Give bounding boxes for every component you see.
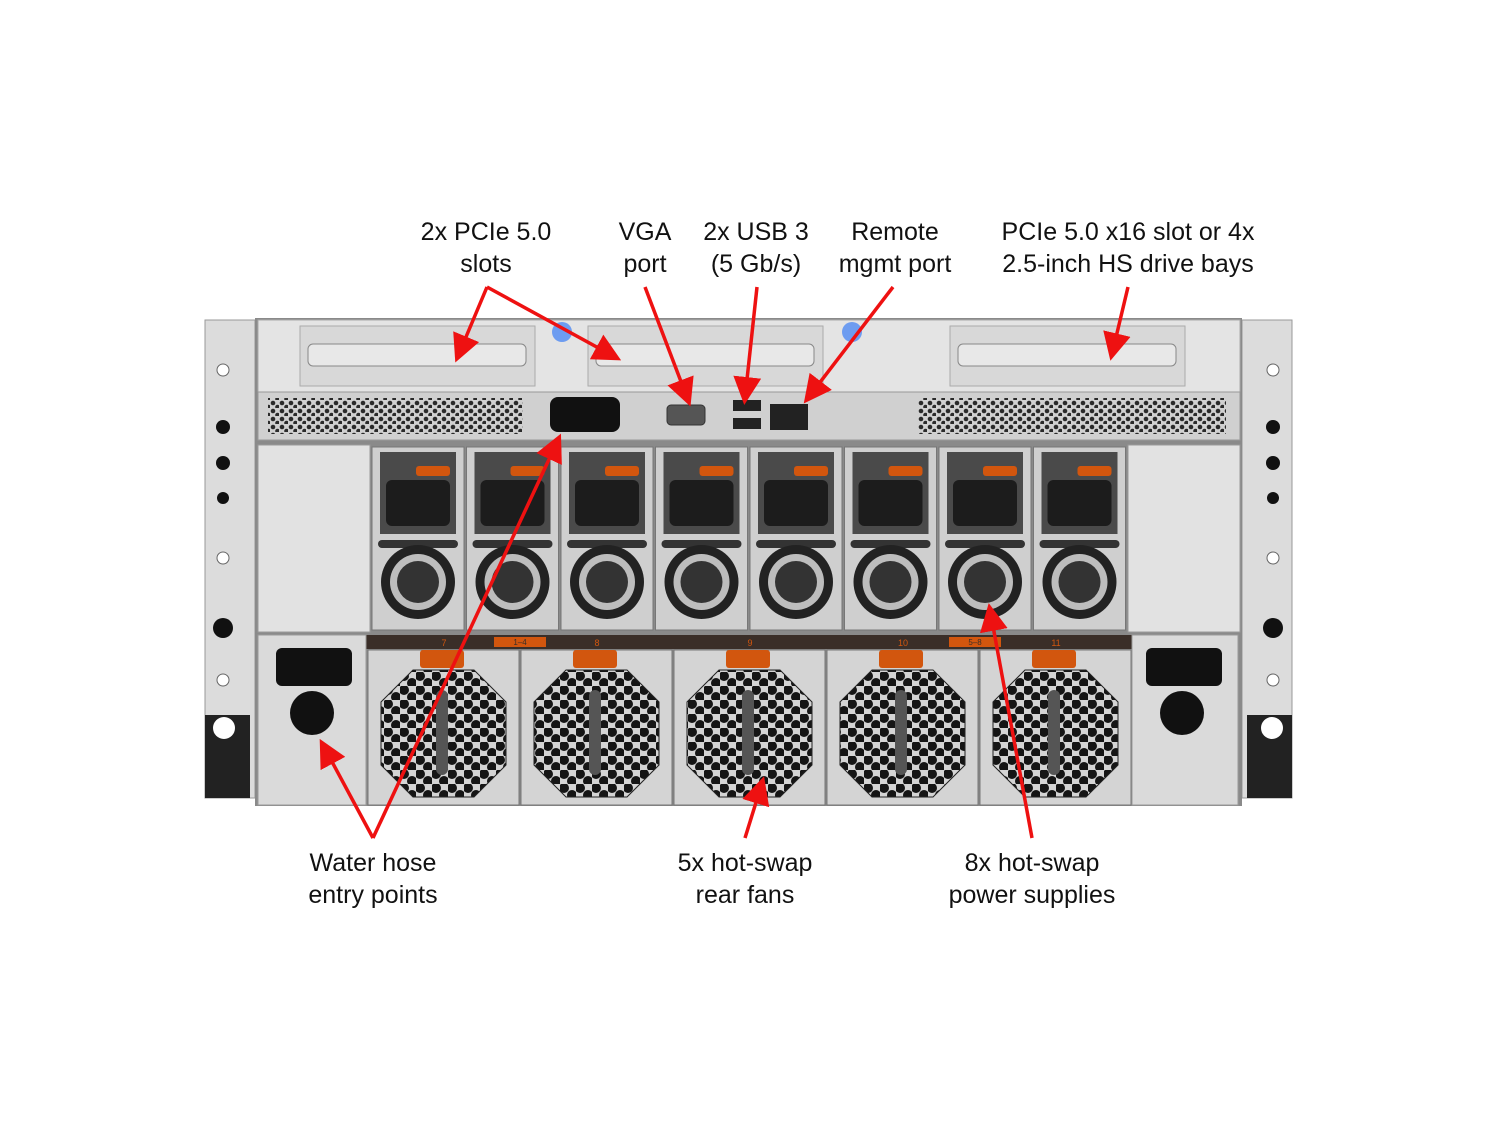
vga-port: [666, 404, 706, 426]
psu-group-label: 5–8: [968, 638, 982, 647]
power-inlet: [386, 480, 450, 526]
power-supply[interactable]: [1033, 446, 1126, 631]
fan-bay-number: 11: [1051, 638, 1060, 648]
rear-fan[interactable]: [979, 649, 1132, 806]
fan-bay-number: 7: [441, 638, 446, 648]
callout-arrow: [319, 738, 375, 839]
callout-arrow: [742, 776, 770, 839]
rear-fan[interactable]: [826, 649, 979, 806]
power-supply[interactable]: [560, 446, 654, 631]
power-supply[interactable]: [938, 446, 1032, 631]
label-usb: 2x USB 3(5 Gb/s): [703, 218, 809, 278]
power-inlet: [1047, 480, 1112, 526]
psu-latch: [983, 466, 1017, 476]
power-inlet: [764, 480, 828, 526]
fan-bay-number: 10: [898, 638, 908, 648]
fan-latch: [726, 650, 770, 668]
fan-latch: [1032, 650, 1076, 668]
rack-ear-right: [1241, 319, 1293, 799]
callout-arrow: [486, 285, 622, 361]
fan-latch: [879, 650, 923, 668]
fan-bay-number: 9: [747, 638, 752, 648]
psu-group-label: 1–4: [513, 638, 527, 647]
callout-arrow: [371, 433, 562, 839]
psu-latch: [699, 466, 734, 476]
water-hose-bay-right: [1131, 634, 1239, 806]
rack-ear-left: [204, 319, 256, 799]
callout-arrow: [453, 286, 489, 363]
psu-latch: [1077, 466, 1112, 476]
io-panel: [257, 391, 1241, 441]
fan-latch: [573, 650, 617, 668]
power-supply[interactable]: [749, 446, 843, 631]
pcie-slot-area: [257, 319, 1241, 393]
callout-arrow: [980, 603, 1034, 839]
psu-latch: [794, 466, 828, 476]
psu-latch: [416, 466, 450, 476]
rear-fan[interactable]: [520, 649, 673, 806]
water-hose-bay-left: [257, 634, 367, 806]
psu-latch: [510, 466, 545, 476]
callout-arrow: [803, 285, 895, 404]
power-inlet: [480, 480, 545, 526]
power-inlet: [575, 480, 639, 526]
psu-latch: [888, 466, 923, 476]
water-hose-port-top: [550, 397, 620, 432]
usb-port: [733, 418, 761, 429]
power-supply[interactable]: [844, 446, 937, 631]
rear-fan[interactable]: [367, 649, 520, 806]
power-supply[interactable]: [371, 446, 465, 631]
fan-bay-number: 8: [594, 638, 599, 648]
rear-fan[interactable]: [673, 649, 826, 806]
power-inlet: [953, 480, 1017, 526]
power-inlet: [669, 480, 734, 526]
callout-arrow: [1103, 286, 1131, 361]
thumbscrew-icon: [842, 322, 862, 342]
rj45-mgmt-port: [770, 404, 808, 430]
power-inlet: [858, 480, 923, 526]
callout-arrow: [643, 286, 694, 407]
power-supply[interactable]: [655, 446, 748, 631]
callout-arrow: [733, 286, 762, 405]
usb-port: [733, 400, 761, 411]
psu-latch: [605, 466, 639, 476]
